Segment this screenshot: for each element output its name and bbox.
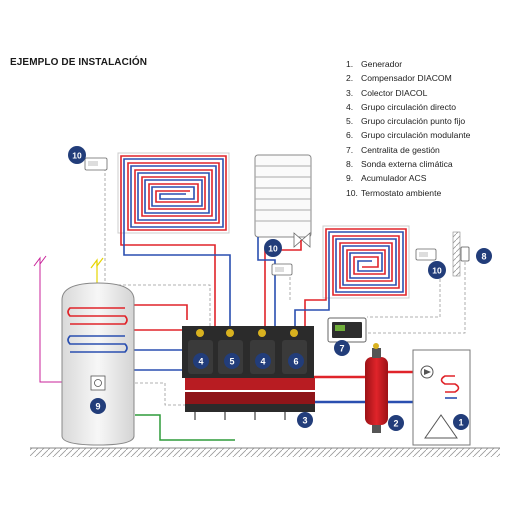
radiator (254, 154, 312, 248)
outer-wall (452, 231, 461, 277)
badge-group-fixed: 5 (224, 353, 240, 369)
legend-label: Colector DIACOL (361, 87, 428, 98)
svg-text:10: 10 (432, 266, 442, 276)
svg-text:6: 6 (293, 357, 298, 367)
svg-text:10: 10 (268, 244, 278, 254)
legend-label: Grupo circulación punto fijo (361, 116, 466, 127)
collector-block (182, 326, 315, 420)
legend-number: 3. (346, 87, 354, 98)
legend-item: 10.Termostato ambiente (346, 186, 470, 200)
legend-list: 1. Generador 2. Compensador DIACOM 3. Colec… (346, 57, 470, 200)
thermostatic-valve-icon (293, 232, 311, 248)
legend-number: 9. (346, 173, 354, 184)
room-thermostat-icon (271, 263, 293, 276)
legend-label: Acumulador ACS (361, 173, 427, 184)
svg-text:1: 1 (458, 418, 463, 428)
legend-item: 2. Compensador DIACOM (346, 71, 470, 85)
badge-group-modulating: 6 (288, 353, 304, 369)
svg-text:4: 4 (260, 357, 265, 367)
badge-generator: 1 (453, 414, 469, 430)
floor (30, 447, 500, 457)
legend-number: 7. (346, 144, 354, 155)
legend-item: 9. Acumulador ACS (346, 171, 470, 185)
legend-item: 4. Grupo circulación directo (346, 100, 470, 114)
radiant-floor-circuit-1 (117, 152, 230, 234)
legend-item: 7. Centralita de gestión (346, 143, 470, 157)
badge-thermostat-b: 10 (264, 239, 282, 257)
badge-compensator: 2 (388, 415, 404, 431)
acs-tank (61, 282, 135, 446)
legend-item: 8. Sonda externa climática (346, 157, 470, 171)
drain-pipe (135, 414, 235, 441)
outdoor-sensor (460, 246, 470, 262)
badge-group-direct-a: 4 (193, 353, 209, 369)
legend-number: 8. (346, 159, 354, 170)
legend-label: Sonda externa climática (361, 159, 453, 170)
legend-label: Grupo circulación directo (361, 101, 457, 112)
room-thermostat-icon (84, 157, 108, 171)
badge-thermostat-c: 10 (428, 261, 446, 279)
room-thermostat-icon (415, 248, 437, 261)
legend-item: 5. Grupo circulación punto fijo (346, 114, 470, 128)
badge-outdoor-sensor: 8 (476, 248, 492, 264)
badge-control-unit: 7 (334, 340, 350, 356)
svg-text:3: 3 (302, 416, 307, 426)
badge-collector: 3 (297, 412, 313, 428)
legend-label: Centralita de gestión (361, 144, 440, 155)
control-unit (327, 317, 367, 343)
tank-feed-lines (33, 255, 104, 383)
badge-thermostat-a: 10 (68, 146, 86, 164)
legend-label: Generador (361, 59, 403, 69)
svg-text:9: 9 (95, 402, 100, 412)
radiant-floor-circuit-2 (322, 225, 410, 299)
svg-text:8: 8 (481, 252, 486, 262)
page-title: EJEMPLO DE INSTALACIÓN (10, 57, 148, 68)
legend-item: 1. Generador (346, 57, 470, 71)
legend-number: 1. (346, 59, 354, 69)
svg-text:10: 10 (72, 151, 82, 161)
compensator (365, 343, 388, 433)
legend-label: Compensador DIACOM (361, 73, 452, 84)
svg-text:2: 2 (393, 419, 398, 429)
legend-label: Termostato ambiente (361, 187, 442, 198)
legend-number: 5. (346, 116, 354, 127)
legend-item: 6. Grupo circulación modulante (346, 128, 470, 142)
badge-acs-tank: 9 (90, 398, 106, 414)
svg-text:5: 5 (229, 357, 234, 367)
legend-number: 10. (346, 187, 358, 198)
legend-item: 3. Colector DIACOL (346, 86, 470, 100)
legend-number: 4. (346, 101, 354, 112)
legend-number: 6. (346, 130, 354, 141)
legend-number: 2. (346, 73, 354, 84)
badge-group-direct-b: 4 (255, 353, 271, 369)
generator (412, 349, 471, 446)
svg-text:4: 4 (198, 357, 203, 367)
svg-text:7: 7 (339, 344, 344, 354)
legend-label: Grupo circulación modulante (361, 130, 471, 141)
